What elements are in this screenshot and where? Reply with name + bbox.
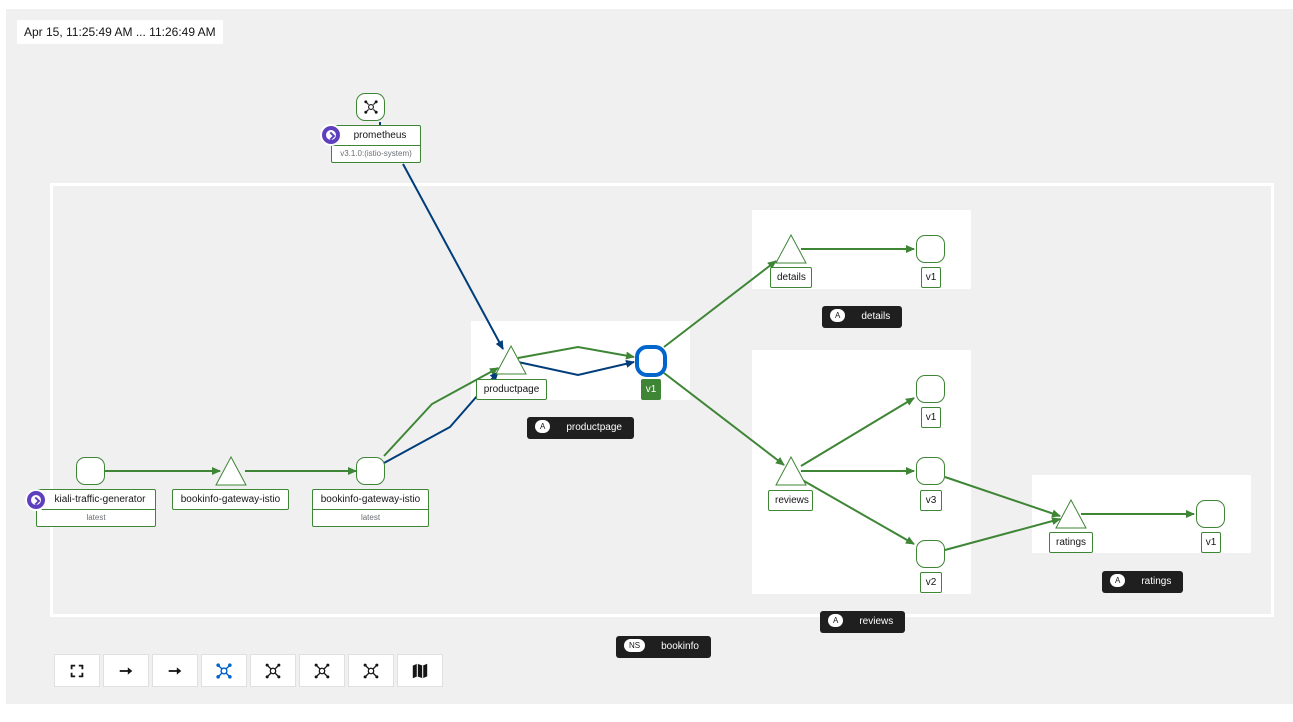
reviews-v2-label[interactable]: v2 xyxy=(920,572,942,593)
prometheus-label[interactable]: prometheus v3.1.0:(istio-system) xyxy=(331,125,421,163)
app-tag-label: reviews xyxy=(859,616,894,627)
node-version: latest xyxy=(37,509,155,526)
app-pill: A xyxy=(828,613,844,627)
topology-icon xyxy=(363,663,379,678)
reviews-v3-label[interactable]: v3 xyxy=(920,490,942,511)
node-name: v1 xyxy=(925,412,937,423)
layout-2-button[interactable] xyxy=(250,654,296,687)
app-tag-label: details xyxy=(861,311,891,322)
node-name: productpage xyxy=(483,384,540,395)
node-name: ratings xyxy=(1056,537,1087,548)
details-v1-node[interactable] xyxy=(916,235,945,263)
node-name: details xyxy=(777,272,806,283)
graph-toolbar xyxy=(54,654,443,687)
external-icon xyxy=(25,489,47,511)
app-pill: A xyxy=(535,419,551,433)
namespace-box-bookinfo[interactable] xyxy=(50,183,1274,617)
node-name: v1 xyxy=(645,384,657,395)
app-pill: A xyxy=(1110,573,1126,587)
kiali-traffic-generator-node[interactable] xyxy=(76,457,105,485)
node-name: bookinfo-gateway-istio xyxy=(320,494,421,505)
bookinfo-gateway-service-label[interactable]: bookinfo-gateway-istio xyxy=(172,489,289,510)
bookinfo-gateway-workload-node[interactable] xyxy=(356,457,385,485)
node-version: latest xyxy=(313,509,428,526)
fit-to-screen-button[interactable] xyxy=(54,654,100,687)
node-name: kiali-traffic-generator xyxy=(54,494,146,505)
prometheus-workload-node[interactable] xyxy=(356,93,385,121)
ratings-service-node[interactable] xyxy=(1055,499,1087,529)
layout-horizontal-button[interactable] xyxy=(152,654,198,687)
kiali-traffic-generator-label[interactable]: kiali-traffic-generator latest xyxy=(36,489,156,527)
reviews-service-label[interactable]: reviews xyxy=(768,490,813,511)
namespace-tag-label: bookinfo xyxy=(661,641,699,652)
node-name: v3 xyxy=(925,495,937,506)
node-name: reviews xyxy=(775,495,809,506)
bookinfo-gateway-workload-label[interactable]: bookinfo-gateway-istio latest xyxy=(312,489,429,527)
reviews-v1-label[interactable]: v1 xyxy=(921,407,941,428)
ratings-v1-label[interactable]: v1 xyxy=(1201,532,1221,553)
details-service-node[interactable] xyxy=(775,234,807,264)
external-icon xyxy=(320,124,342,146)
map-icon xyxy=(412,663,428,678)
productpage-service-label[interactable]: productpage xyxy=(476,379,547,400)
productpage-v1-label[interactable]: v1 xyxy=(641,379,661,400)
app-pill: A xyxy=(830,308,846,322)
node-name: v1 xyxy=(1205,537,1217,548)
layout-4-button[interactable] xyxy=(348,654,394,687)
layout-1-button[interactable] xyxy=(201,654,247,687)
ratings-v1-node[interactable] xyxy=(1196,500,1225,528)
reviews-v2-node[interactable] xyxy=(916,540,945,568)
node-name: prometheus xyxy=(353,130,407,141)
topology-icon xyxy=(216,662,232,679)
reviews-v1-node[interactable] xyxy=(916,375,945,403)
namespace-pill: NS xyxy=(624,638,646,652)
layout-3-button[interactable] xyxy=(299,654,345,687)
topology-icon xyxy=(265,663,281,678)
details-service-label[interactable]: details xyxy=(770,267,812,288)
ratings-service-label[interactable]: ratings xyxy=(1049,532,1093,553)
node-name: v2 xyxy=(925,577,937,588)
topology-icon xyxy=(314,663,330,678)
app-tag-label: productpage xyxy=(566,422,622,433)
node-name: bookinfo-gateway-istio xyxy=(180,494,281,505)
node-version: v3.1.0:(istio-system) xyxy=(332,145,420,162)
arrow-right-icon xyxy=(119,666,133,675)
app-tag-label: ratings xyxy=(1141,576,1172,587)
reviews-service-node[interactable] xyxy=(775,456,807,486)
layout-default-button[interactable] xyxy=(103,654,149,687)
productpage-service-node[interactable] xyxy=(495,345,527,375)
productpage-v1-node[interactable] xyxy=(635,345,667,377)
topology-icon xyxy=(364,100,378,114)
legend-button[interactable] xyxy=(397,654,443,687)
arrow-right-icon xyxy=(168,666,182,675)
time-range-label: Apr 15, 11:25:49 AM ... 11:26:49 AM xyxy=(17,20,223,44)
reviews-v3-node[interactable] xyxy=(916,457,945,485)
details-v1-label[interactable]: v1 xyxy=(921,267,941,288)
expand-icon xyxy=(70,664,84,677)
bookinfo-gateway-service-node[interactable] xyxy=(215,456,247,486)
node-name: v1 xyxy=(925,272,937,283)
namespace-tag-bookinfo[interactable]: NS bookinfo xyxy=(616,636,711,658)
